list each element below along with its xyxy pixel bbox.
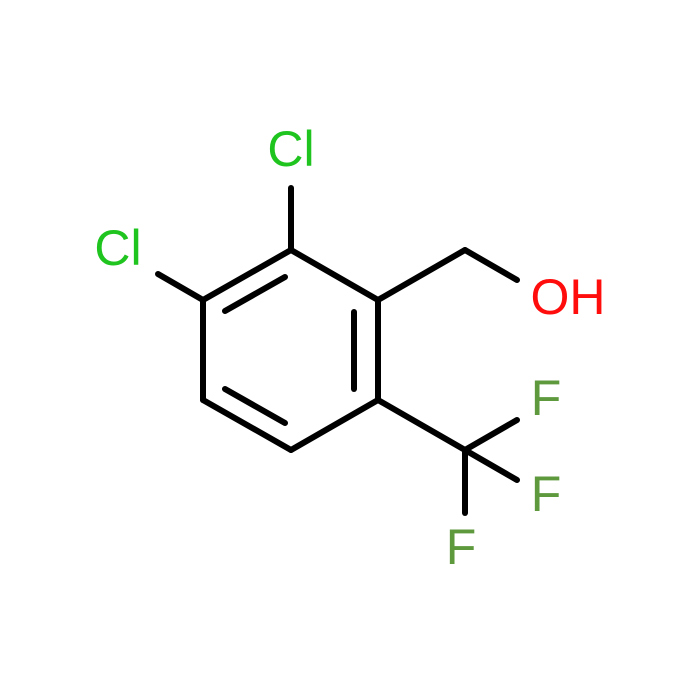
ring-bond-c5-c6	[288, 397, 381, 453]
atom-label-oh: OH	[531, 269, 606, 325]
bond-ch2-oh	[462, 247, 520, 283]
atom-label-f-mid: F	[531, 466, 562, 522]
bond-cf3-f-mid	[462, 447, 520, 483]
ring-bond-c2-c3	[200, 247, 294, 303]
bond-c3-cl	[155, 271, 206, 303]
atom-label-cl-top: Cl	[267, 121, 314, 177]
ring-bond-c1-c2	[288, 247, 381, 303]
bond-c6-cf3	[375, 397, 468, 453]
inner-double-bond-c4-c5	[222, 386, 288, 426]
bond-cf3-f-top	[462, 417, 520, 453]
ring-bond-c4-c5	[200, 397, 294, 453]
atom-label-cl-left: Cl	[94, 220, 141, 276]
bond-c1-ch2	[375, 247, 468, 303]
inner-double-bond-c2-c3	[222, 274, 288, 314]
atom-label-f-top: F	[531, 370, 562, 426]
atom-label-f-bottom: F	[446, 519, 477, 575]
